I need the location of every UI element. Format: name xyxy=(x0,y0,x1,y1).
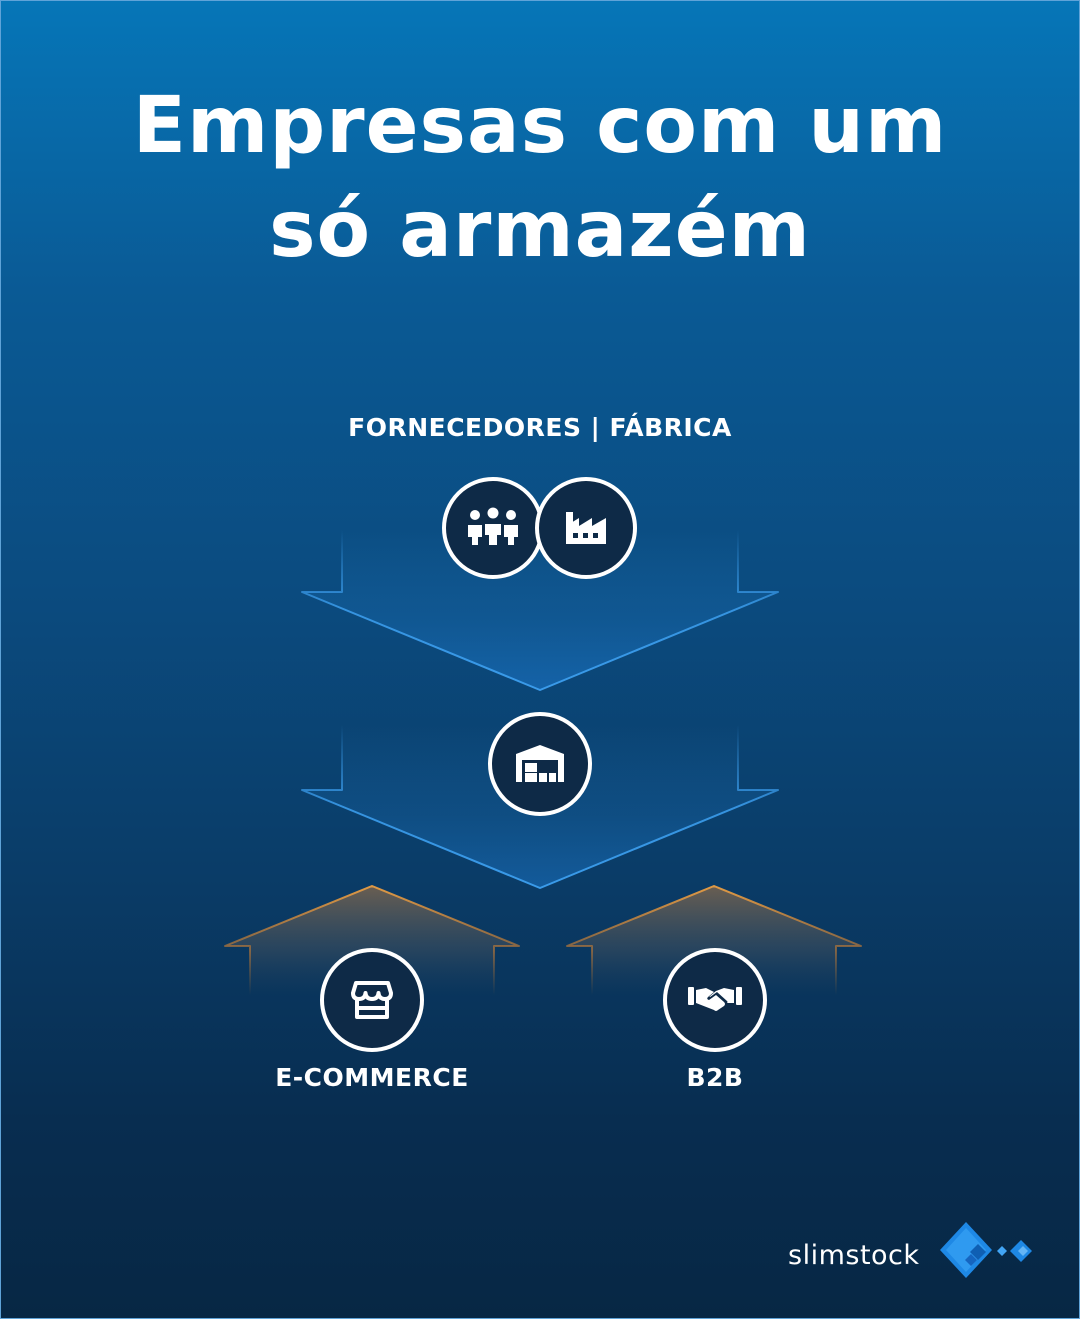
brand-name: slimstock xyxy=(788,1239,920,1271)
up-arrow-ecommerce xyxy=(224,885,520,995)
factory-icon xyxy=(566,512,606,544)
people-group-icon xyxy=(468,507,518,547)
factory-node xyxy=(535,477,637,579)
title-line-2: só armazém xyxy=(269,185,811,275)
slimstock-diamond-icon xyxy=(939,1222,1032,1278)
ecommerce-node xyxy=(320,948,424,1052)
handshake-icon xyxy=(688,987,742,1011)
b2b-label: B2B xyxy=(686,1063,744,1092)
warehouse-icon xyxy=(516,745,564,782)
warehouse-node xyxy=(488,712,592,816)
suppliers-node xyxy=(442,477,544,579)
storefront-icon xyxy=(351,981,393,1019)
down-arrow-upper xyxy=(301,530,779,691)
suppliers-factory-label: FORNECEDORES | FÁBRICA xyxy=(348,413,732,442)
b2b-node xyxy=(663,948,767,1052)
title-line-1: Empresas com um xyxy=(132,81,948,171)
slimstock-logo: slimstock xyxy=(788,1220,1046,1290)
ecommerce-label: E-COMMERCE xyxy=(275,1063,469,1092)
up-arrow-b2b xyxy=(566,885,862,995)
